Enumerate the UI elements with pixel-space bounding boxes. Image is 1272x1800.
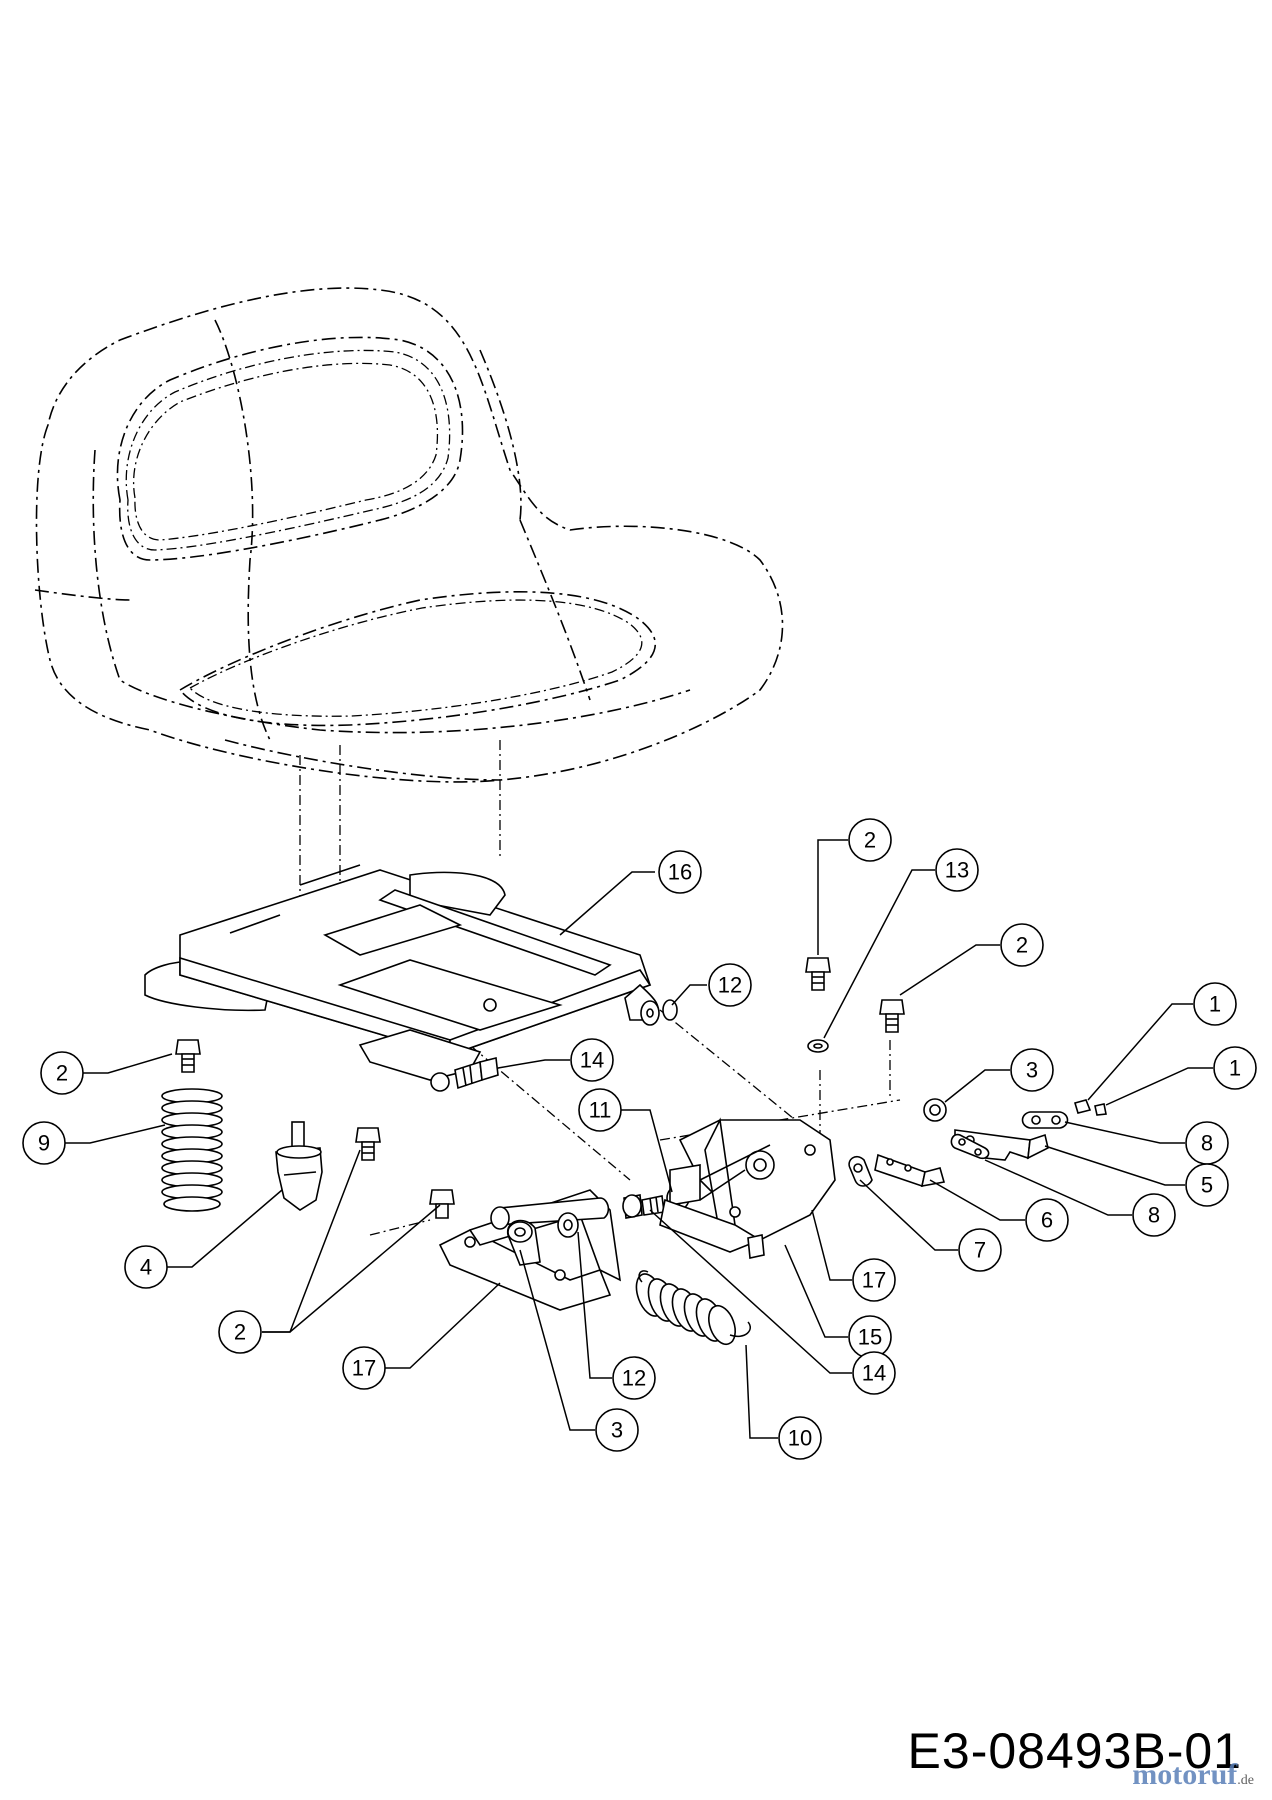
- callout-2: 2: [1000, 923, 1044, 967]
- bolt-14-upper: [454, 1057, 499, 1090]
- washers-12-upper: [640, 999, 678, 1026]
- plate-8-lower: [950, 1133, 990, 1160]
- drawing-code: E3-08493B-01: [907, 1723, 1242, 1779]
- callout-8: 8: [1132, 1193, 1176, 1237]
- callout-8: 8: [1185, 1121, 1229, 1165]
- svg-text:1: 1: [1229, 1056, 1241, 1081]
- callout-1: 1: [1213, 1046, 1257, 1090]
- bolt-2-c: [175, 1039, 201, 1073]
- callout-12: 12: [612, 1356, 656, 1400]
- svg-text:2: 2: [864, 828, 876, 853]
- svg-text:3: 3: [611, 1418, 623, 1443]
- callout-17: 17: [852, 1258, 896, 1302]
- callout-14: 14: [570, 1038, 614, 1082]
- callout-2: 2: [848, 818, 892, 862]
- svg-text:14: 14: [862, 1361, 886, 1386]
- callout-16: 16: [658, 850, 702, 894]
- svg-text:17: 17: [862, 1268, 886, 1293]
- seat: [34, 287, 784, 783]
- callout-11: 11: [578, 1088, 622, 1132]
- svg-text:12: 12: [622, 1366, 646, 1391]
- bolt-2-e: [429, 1189, 455, 1219]
- svg-text:12: 12: [718, 973, 742, 998]
- watermark-text: motoruf: [1132, 1758, 1238, 1791]
- plate-8-upper: [1021, 1111, 1069, 1129]
- callout-1: 1: [1193, 982, 1237, 1026]
- bolt-14-lower: [622, 1194, 665, 1219]
- rivets-1: [1073, 1099, 1107, 1116]
- svg-text:13: 13: [945, 858, 969, 883]
- callout-3: 3: [595, 1408, 639, 1452]
- svg-text:7: 7: [974, 1238, 986, 1263]
- upper-bracket-15: [659, 1117, 836, 1259]
- bolt-2-a: [805, 957, 831, 991]
- svg-text:4: 4: [140, 1255, 152, 1280]
- bumper-4: [275, 1121, 323, 1211]
- callout-9: 9: [22, 1121, 66, 1165]
- callout-2: 2: [218, 1310, 262, 1354]
- svg-text:8: 8: [1148, 1203, 1160, 1228]
- svg-text:9: 9: [38, 1131, 50, 1156]
- callout-4: 4: [124, 1245, 168, 1289]
- spring-9: [161, 1088, 223, 1212]
- svg-text:14: 14: [580, 1048, 604, 1073]
- svg-text:16: 16: [668, 860, 692, 885]
- watermark-suffix: .de: [1237, 1773, 1254, 1788]
- svg-text:6: 6: [1041, 1208, 1053, 1233]
- lock-washer-13: [807, 1039, 829, 1053]
- svg-text:8: 8: [1201, 1131, 1213, 1156]
- bolt-2-d: [355, 1127, 381, 1161]
- svg-text:3: 3: [1026, 1058, 1038, 1083]
- bushing-3-upper: [923, 1098, 947, 1122]
- callout-14: 14: [852, 1351, 896, 1395]
- svg-text:1: 1: [1209, 992, 1221, 1017]
- svg-text:15: 15: [858, 1325, 882, 1350]
- bolt-2-b: [879, 999, 905, 1033]
- svg-text:5: 5: [1201, 1173, 1213, 1198]
- callout-7: 7: [958, 1228, 1002, 1272]
- svg-text:2: 2: [234, 1320, 246, 1345]
- svg-text:11: 11: [589, 1098, 612, 1123]
- plate-6: [874, 1153, 946, 1188]
- svg-text:2: 2: [1016, 933, 1028, 958]
- callout-15: 15: [848, 1315, 892, 1359]
- clip-7: [848, 1155, 873, 1187]
- callout-5: 5: [1185, 1163, 1229, 1207]
- leader-lines: [65, 839, 1213, 1439]
- watermark-logo: motoruf.de: [1132, 1758, 1254, 1792]
- svg-text:2: 2: [56, 1061, 68, 1086]
- callout-2: 2: [40, 1051, 84, 1095]
- svg-text:17: 17: [352, 1356, 376, 1381]
- svg-text:10: 10: [788, 1426, 812, 1451]
- spring-10: [635, 1270, 751, 1346]
- seat-pan: [144, 864, 660, 1092]
- callout-12: 12: [708, 963, 752, 1007]
- callout-6: 6: [1025, 1198, 1069, 1242]
- callout-13: 13: [935, 848, 979, 892]
- callout-10: 10: [778, 1416, 822, 1460]
- callout-3: 3: [1010, 1048, 1054, 1092]
- callout-17: 17: [342, 1346, 386, 1390]
- bushing-3-lower: [507, 1219, 541, 1266]
